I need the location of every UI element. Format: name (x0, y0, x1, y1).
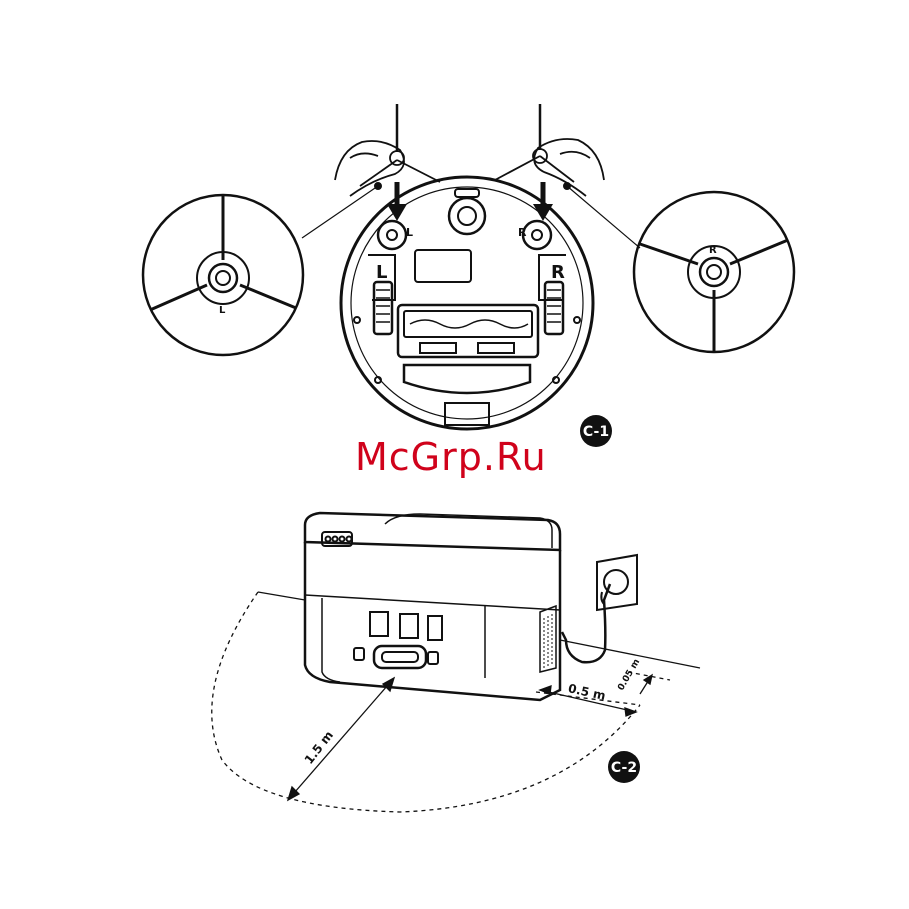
wall-socket (562, 555, 637, 662)
svg-text:C-2: C-2 (611, 760, 637, 776)
floor-lines (258, 592, 700, 668)
figure-badge-c2: C-2 (608, 751, 640, 783)
insert-arrow-right (533, 182, 553, 221)
left-zoom-label: L (219, 305, 226, 316)
left-socket-label: L (406, 226, 413, 239)
figure-badge-c1: C-1 (580, 415, 612, 447)
front-clearance-label: 1.5 m (302, 728, 336, 767)
right-brush-socket (523, 221, 551, 249)
right-hand-with-brush (495, 104, 604, 196)
left-hand-with-brush (335, 104, 440, 196)
wall-clearance-label: 0.05 m (616, 657, 642, 692)
dimension-wall (640, 675, 652, 694)
robot-underside (341, 177, 593, 429)
side-clearance-label: 0.5 m (567, 681, 607, 703)
watermark: McGrp.Ru (355, 432, 565, 482)
left-side-label: L (376, 262, 387, 283)
svg-text:C-1: C-1 (583, 424, 609, 440)
dimension-front (288, 678, 394, 800)
docking-station (305, 513, 560, 700)
dust-bin (404, 365, 530, 393)
right-socket-label: R (518, 226, 527, 239)
right-zoom-label: R (709, 245, 717, 256)
right-side-label: R (551, 262, 565, 283)
left-brush-socket (378, 221, 406, 249)
right-brush-zoom (564, 183, 794, 352)
